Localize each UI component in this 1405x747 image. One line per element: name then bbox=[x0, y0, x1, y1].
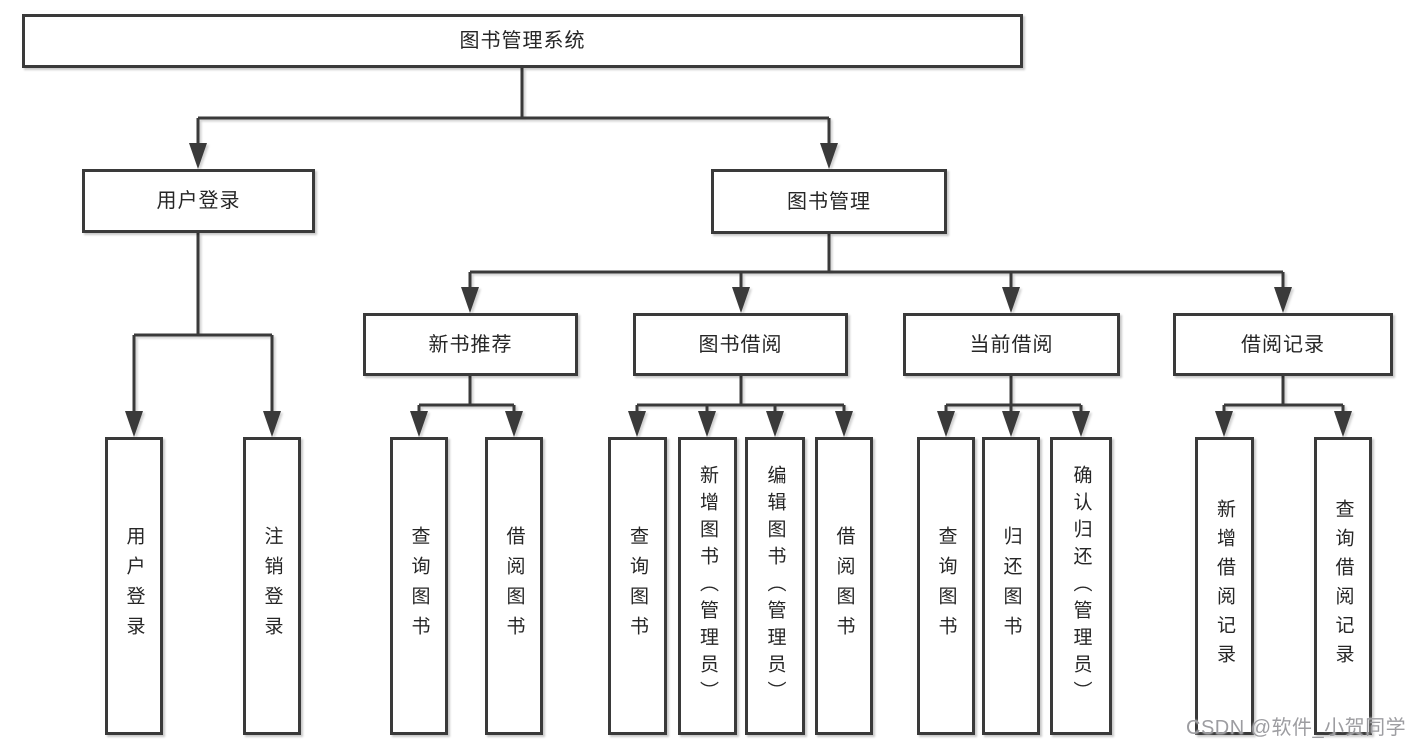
node-new-book-recommend: 新书推荐 bbox=[363, 313, 578, 376]
leaf-borrow-books: 借阅图书 bbox=[815, 437, 873, 735]
leaf-query-borrow-record: 查询借阅记录 bbox=[1314, 437, 1372, 735]
leaf-borrow-books-rec: 借阅图书 bbox=[485, 437, 543, 735]
node-book-borrowing: 图书借阅 bbox=[633, 313, 848, 376]
leaf-edit-book-admin: 编辑图书（管理员） bbox=[745, 437, 805, 735]
node-book-management-label: 图书管理 bbox=[787, 190, 871, 213]
leaf-logout: 注销登录 bbox=[243, 437, 301, 735]
node-borrowing-records: 借阅记录 bbox=[1173, 313, 1393, 376]
node-current-borrowing-label: 当前借阅 bbox=[969, 333, 1054, 356]
leaf-confirm-return-admin: 确认归还（管理员） bbox=[1050, 437, 1112, 735]
arrowheads bbox=[125, 143, 1352, 437]
leaf-query-books-rec: 查询图书 bbox=[390, 437, 448, 735]
node-book-management-branch: 图书管理 bbox=[711, 169, 947, 234]
leaf-query-books-borrow: 查询图书 bbox=[608, 437, 667, 735]
node-new-book-recommend-label: 新书推荐 bbox=[428, 333, 513, 356]
leaf-add-book-admin: 新增图书（管理员） bbox=[678, 437, 737, 735]
node-borrowing-records-label: 借阅记录 bbox=[1241, 333, 1325, 356]
node-root-label: 图书管理系统 bbox=[459, 30, 586, 52]
node-user-login-branch: 用户登录 bbox=[82, 169, 315, 233]
node-user-login-label: 用户登录 bbox=[156, 190, 241, 212]
leaf-query-books-current: 查询图书 bbox=[917, 437, 975, 735]
csdn-watermark: CSDN @软件_小贺同学 bbox=[1186, 717, 1405, 739]
leaf-add-borrow-record: 新增借阅记录 bbox=[1195, 437, 1254, 735]
node-book-borrowing-label: 图书借阅 bbox=[698, 333, 783, 356]
tree-edges bbox=[132, 68, 1345, 416]
leaf-user-login: 用户登录 bbox=[105, 437, 163, 735]
leaf-return-book: 归还图书 bbox=[982, 437, 1040, 735]
node-root-system: 图书管理系统 bbox=[22, 14, 1023, 68]
node-current-borrowing: 当前借阅 bbox=[903, 313, 1120, 376]
